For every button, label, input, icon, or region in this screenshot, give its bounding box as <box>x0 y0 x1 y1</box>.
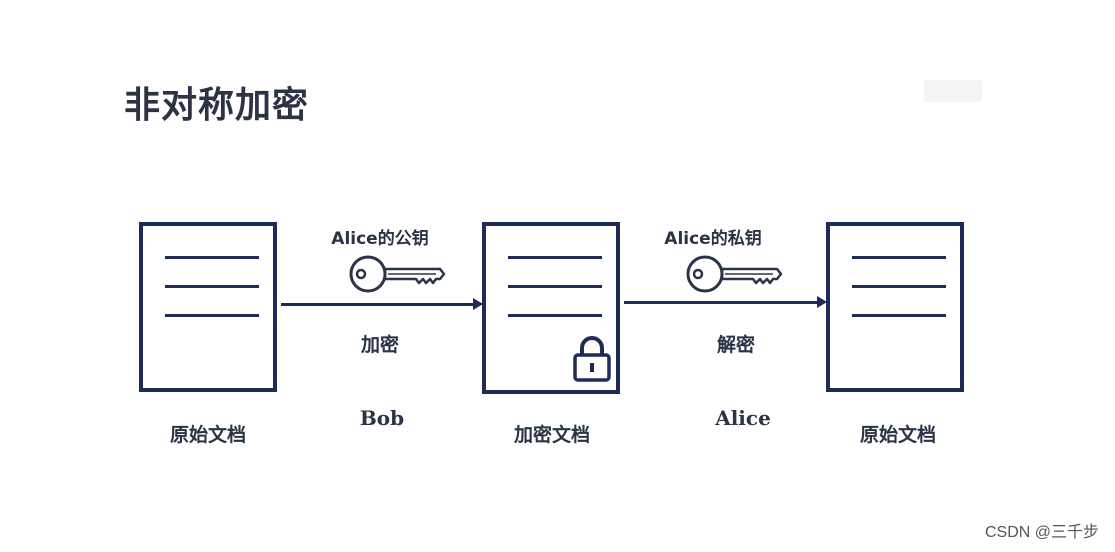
page-title: 非对称加密 <box>124 85 310 126</box>
encrypt-arrow <box>281 303 474 306</box>
decrypt-action-label: 解密 <box>716 334 755 356</box>
document-text-line <box>165 256 259 259</box>
document-text-line <box>852 314 946 317</box>
document-text-line <box>165 285 259 288</box>
watermark-blur <box>924 80 982 102</box>
decrypt-arrow <box>624 301 818 304</box>
footer-credit: CSDN @三千步 <box>984 524 1099 541</box>
decrypt-actor-label: Alice <box>715 406 771 430</box>
encrypted-document <box>482 222 620 394</box>
lock-icon <box>573 336 611 382</box>
original-document-right-label: 原始文档 <box>859 424 936 446</box>
original-document-left-label: 原始文档 <box>169 424 246 446</box>
key-icon <box>349 255 446 293</box>
arrow-icon <box>817 296 827 308</box>
document-text-line <box>165 314 259 317</box>
encrypt-key-label: Alice的公钥 <box>331 229 429 249</box>
encrypt-action-label: 加密 <box>360 334 399 356</box>
encrypted-document-label: 加密文档 <box>513 424 590 446</box>
decrypt-key-label: Alice的私钥 <box>664 229 762 249</box>
arrow-icon <box>473 298 483 310</box>
document-text-line <box>508 314 602 317</box>
document-text-line <box>508 256 602 259</box>
document-text-line <box>852 256 946 259</box>
original-document-left <box>139 222 277 392</box>
document-text-line <box>508 285 602 288</box>
original-document-right <box>826 222 964 392</box>
document-text-line <box>852 285 946 288</box>
key-icon <box>686 255 783 293</box>
encrypt-actor-label: Bob <box>359 406 405 430</box>
